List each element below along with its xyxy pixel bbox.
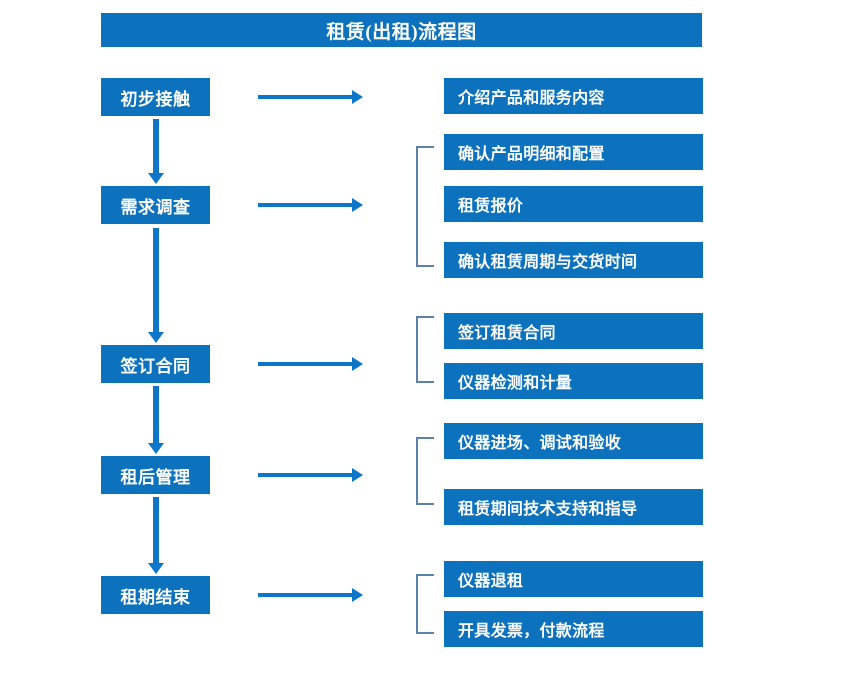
arrow-head <box>352 468 363 482</box>
detail-box-instrument-test-metering[interactable]: 仪器检测和计量 <box>444 363 703 399</box>
vertical-arrow-2 <box>148 228 164 343</box>
arrow-shaft <box>258 203 352 207</box>
arrow-head <box>352 198 363 212</box>
diagram-title: 租赁(出租)流程图 <box>101 13 702 47</box>
stage-box-sign-contract[interactable]: 签订合同 <box>101 345 210 383</box>
detail-box-confirm-period-delivery[interactable]: 确认租赁周期与交货时间 <box>444 242 703 278</box>
detail-box-instrument-return[interactable]: 仪器退租 <box>444 561 703 597</box>
arrow-head <box>352 588 363 602</box>
arrow-shaft <box>153 228 159 332</box>
horizontal-arrow-4 <box>258 468 363 482</box>
arrow-head <box>352 90 363 104</box>
arrow-shaft <box>258 593 352 597</box>
detail-box-technical-support-guidance[interactable]: 租赁期间技术支持和指导 <box>444 489 703 525</box>
bracket-connector-sign-contract <box>416 316 434 383</box>
detail-box-invoice-payment-process[interactable]: 开具发票，付款流程 <box>444 611 703 647</box>
horizontal-arrow-5 <box>258 588 363 602</box>
stage-box-post-rental-mgmt[interactable]: 租后管理 <box>101 456 210 494</box>
horizontal-arrow-3 <box>258 357 363 371</box>
arrow-head <box>148 332 164 343</box>
arrow-head <box>148 563 164 574</box>
arrow-shaft <box>153 497 159 563</box>
arrow-shaft <box>153 119 159 173</box>
arrow-shaft <box>258 95 352 99</box>
arrow-shaft <box>153 386 159 443</box>
vertical-arrow-4 <box>148 497 164 574</box>
stage-box-initial-contact[interactable]: 初步接触 <box>101 78 210 116</box>
horizontal-arrow-2 <box>258 198 363 212</box>
vertical-arrow-1 <box>148 119 164 184</box>
stage-box-needs-survey[interactable]: 需求调查 <box>101 186 210 224</box>
bracket-connector-post-rental <box>416 437 434 505</box>
detail-box-sign-rental-contract[interactable]: 签订租赁合同 <box>444 313 703 349</box>
arrow-head <box>352 357 363 371</box>
horizontal-arrow-1 <box>258 90 363 104</box>
arrow-head <box>148 443 164 454</box>
bracket-connector-needs-survey <box>416 146 434 267</box>
detail-box-instrument-onsite-commissioning[interactable]: 仪器进场、调试和验收 <box>444 423 703 459</box>
arrow-head <box>148 173 164 184</box>
vertical-arrow-3 <box>148 386 164 454</box>
arrow-shaft <box>258 473 352 477</box>
detail-box-intro-products-services[interactable]: 介绍产品和服务内容 <box>444 78 703 114</box>
detail-box-confirm-product-spec[interactable]: 确认产品明细和配置 <box>444 134 703 170</box>
arrow-shaft <box>258 362 352 366</box>
detail-box-rental-quote[interactable]: 租赁报价 <box>444 186 703 222</box>
stage-box-lease-end[interactable]: 租期结束 <box>101 576 210 614</box>
bracket-connector-lease-end <box>416 574 434 634</box>
